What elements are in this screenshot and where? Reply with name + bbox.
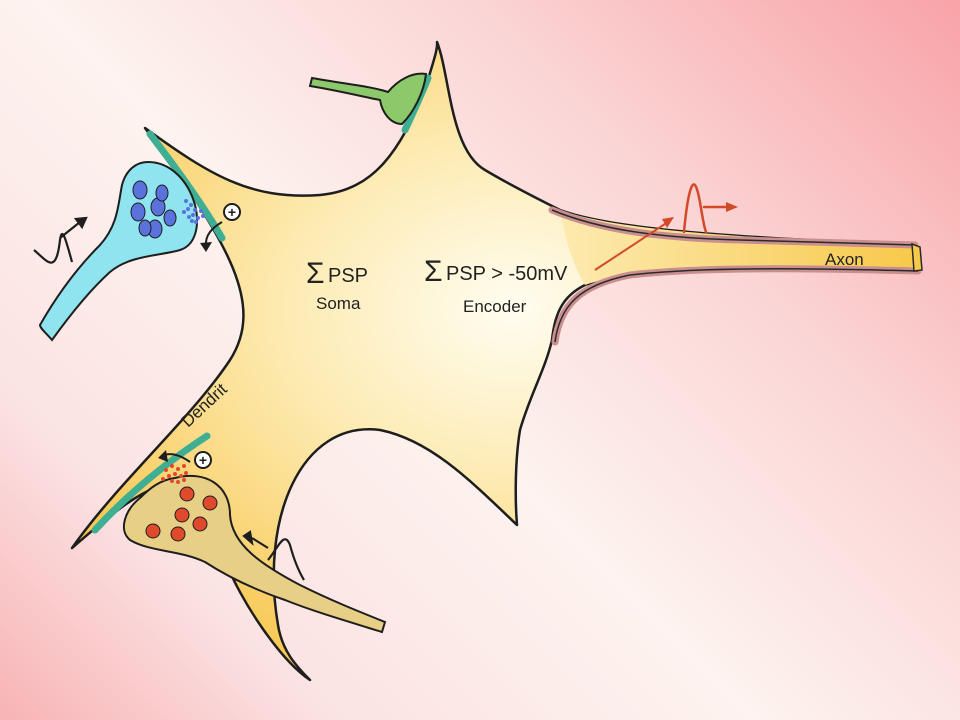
axon-end — [911, 242, 923, 272]
soma-label: Soma — [316, 294, 361, 313]
encoder-sigma: Σ — [424, 255, 443, 288]
curved-arrow-upper-head — [200, 242, 212, 252]
vesicles-red — [145, 486, 218, 542]
postsynaptic-membrane-upper-left — [146, 130, 226, 242]
output-spike-arrowhead — [726, 202, 738, 212]
axon-core — [560, 210, 918, 285]
axon-label: Axon — [825, 250, 864, 269]
encoder-arrow-line — [594, 221, 669, 271]
curved-arrow-lower-head — [158, 450, 168, 462]
plus-lower-label: + — [199, 452, 207, 468]
action-potential-upper-left — [33, 216, 88, 264]
axon-outline-upper — [551, 209, 916, 246]
vesicles-blue — [130, 180, 177, 239]
neuron-soma-body — [70, 40, 920, 682]
plus-circle-icon: + — [194, 451, 212, 469]
action-potential-lower — [242, 530, 305, 581]
plus-upper-label: + — [228, 204, 236, 220]
encoder-arrow-head — [662, 217, 674, 228]
postsynaptic-membrane-lower-left — [91, 432, 211, 534]
soma-psp-label: PSP — [328, 265, 368, 287]
encoder-threshold-label: PSP > -50mV — [446, 263, 568, 285]
released-transmitter-red — [161, 464, 188, 484]
presynaptic-terminal-cyan — [38, 160, 199, 342]
presynaptic-terminal-green — [308, 72, 428, 126]
soma-sigma: Σ — [306, 257, 325, 290]
released-transmitter-blue — [182, 199, 205, 224]
encoder-label: Encoder — [463, 297, 527, 316]
axon-outline-lower — [554, 268, 919, 343]
output-spike — [682, 183, 730, 234]
plus-circle-icon: + — [223, 203, 241, 221]
